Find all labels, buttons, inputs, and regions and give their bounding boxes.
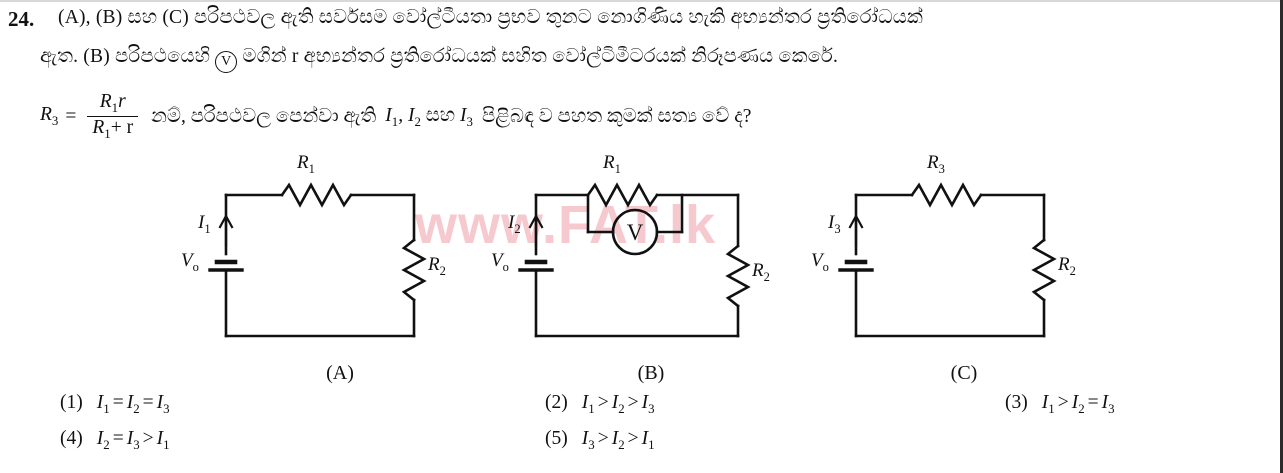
- option-5-number: (5): [545, 428, 568, 449]
- page-right-edge: [1280, 0, 1283, 473]
- question-text-line-2: ඇත. (B) පරිපථයෙහි V මගින් r අභ්‍යන්තර ප්…: [40, 45, 838, 73]
- label-i2-b: I2: [508, 212, 521, 236]
- option-2-expression: I1>I2>I3: [581, 392, 655, 416]
- formula-fraction: R1r R1+ r: [87, 91, 139, 142]
- formula-equals: =: [65, 105, 77, 127]
- option-4-expression: I2=I3>I1: [96, 428, 170, 452]
- formula-denominator-sub: 1: [104, 127, 111, 142]
- circuit-diagram-a: R1 R2 I1 Vo (A): [181, 150, 450, 385]
- option-3[interactable]: (3) I1>I2=I3: [1005, 392, 1115, 417]
- option-5-expression: I3>I2>I1: [581, 428, 655, 452]
- label-i1-a: I1: [198, 212, 211, 236]
- label-v0-a: Vo: [181, 250, 199, 274]
- option-2[interactable]: (2) I1>I2>I3: [545, 392, 655, 417]
- circuit-c-caption: (C): [950, 362, 978, 384]
- option-1-expression: I1=I2=I3: [96, 392, 170, 416]
- circuit-b-svg: V: [518, 182, 751, 338]
- formula-tail-pre: නම්, පරිපථවල පෙන්වා ඇති: [151, 106, 377, 128]
- question-text-line-2b: මගින් r අභ්‍යන්තර ප්‍රතිරෝධයක් සහිත වෝල්…: [237, 46, 839, 67]
- circuit-a-svg: [208, 182, 427, 338]
- label-r3-c: R3: [927, 152, 945, 176]
- option-2-number: (2): [545, 392, 568, 413]
- formula-numerator-tail: r: [118, 91, 126, 112]
- voltmeter-symbol-inline: V: [215, 51, 238, 73]
- label-r1-b: R1: [603, 152, 621, 176]
- formula-lhs: R3: [40, 104, 59, 129]
- formula-tail-vars: I1, I2 සහ I3: [385, 104, 473, 129]
- formula-numerator: R1r: [99, 91, 126, 115]
- circuit-diagram-b: V R1 R2 I2 Vo (B): [491, 150, 790, 385]
- formula-numerator-sub: 1: [111, 100, 119, 115]
- label-v0-c: Vo: [811, 250, 829, 274]
- formula-denominator: R1+ r: [87, 116, 139, 142]
- formula-lhs-sub: 3: [51, 114, 59, 129]
- question-text-line-1a: (A), (B): [58, 7, 128, 28]
- label-v0-b: Vo: [491, 250, 509, 274]
- formula-denominator-tail: + r: [110, 117, 134, 139]
- option-1[interactable]: (1) I1=I2=I3: [60, 392, 170, 417]
- question-text-line-1b: සහ (C) පරිපථවල ඇති සර්වසම වෝල්ටීයතා ප්‍ර…: [127, 7, 924, 28]
- option-4-number: (4): [60, 428, 83, 449]
- circuit-b-caption: (B): [637, 362, 665, 384]
- label-r2-c: R2: [1058, 254, 1076, 278]
- voltmeter-label-b: V: [627, 220, 644, 245]
- label-r1-a: R1: [297, 152, 315, 176]
- circuit-diagram-c: R3 R2 I3 Vo (C): [811, 150, 1080, 385]
- formula-tail-post: පිළිබඳ ව පහත කුමක් සත්‍ය වේ ද?: [481, 106, 752, 128]
- option-3-number: (3): [1005, 392, 1028, 413]
- label-r2-a: R2: [428, 254, 446, 278]
- label-i3-c: I3: [828, 212, 841, 236]
- option-3-expression: I1>I2=I3: [1041, 392, 1115, 416]
- question-text-line-1: (A), (B) සහ (C) පරිපථවල ඇති සර්වසම වෝල්ට…: [58, 6, 923, 29]
- watermark-text: www.FAT.lk: [415, 195, 717, 255]
- option-4[interactable]: (4) I2=I3>I1: [60, 428, 170, 453]
- option-1-number: (1): [60, 392, 83, 413]
- circuit-c-svg: [838, 182, 1057, 338]
- question-number: 24.: [8, 7, 35, 31]
- question-text-line-2a: ඇත. (B) පරිපථයෙහි: [40, 46, 216, 67]
- page-top-edge: [0, 0, 1283, 2]
- label-r2-b: R2: [752, 260, 770, 284]
- option-5[interactable]: (5) I3>I2>I1: [545, 428, 655, 453]
- formula-line: R3 = R1r R1+ r නම්, පරිපථවල පෙන්වා ඇති I…: [40, 91, 752, 142]
- circuit-a-caption: (A): [326, 362, 354, 384]
